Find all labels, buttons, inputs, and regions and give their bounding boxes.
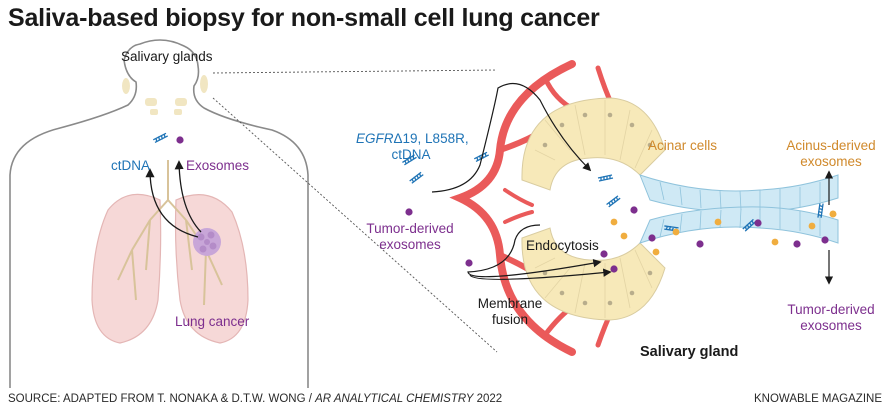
tumor-exosomes	[405, 206, 829, 273]
duct-cells	[639, 174, 839, 244]
source-credit: SOURCE: ADAPTED FROM T. NONAKA & D.T.W. …	[8, 393, 503, 405]
body-silhouette	[9, 39, 309, 388]
ctdna-path-arrow	[431, 82, 612, 280]
label-acinar-cells: Acinar cells	[648, 138, 718, 153]
label-acinus-derived: Acinus-derived exosomes	[786, 138, 876, 169]
acinus-exosome-dot	[829, 210, 837, 218]
label-endocytosis: Endocytosis	[526, 238, 599, 253]
label-salivary-glands: Salivary glands	[121, 49, 213, 64]
label-ctdna: ctDNA	[111, 158, 151, 173]
label-exosomes: Exosomes	[186, 158, 250, 173]
label-lung-cancer: Lung cancer	[175, 314, 250, 329]
zoom-lines	[212, 69, 498, 353]
exosome-icon	[176, 136, 184, 144]
label-salivary-gland: Salivary gland	[640, 344, 739, 360]
ctdna-arrow	[145, 168, 199, 238]
page-title: Saliva-based biopsy for non-small cell l…	[8, 4, 600, 32]
exosome-arrow	[174, 160, 202, 233]
salivary-glands-small	[122, 75, 208, 115]
label-egfr: EGFRΔ19, L858R, ctDNA	[356, 131, 469, 162]
ctdna-icon	[151, 132, 170, 144]
lungs	[91, 160, 249, 344]
label-tumor-derived-right: Tumor-derived exosomes	[787, 302, 875, 333]
label-tumor-derived-left: Tumor-derived exosomes	[366, 221, 454, 252]
brand-credit: KNOWABLE MAGAZINE	[753, 393, 882, 405]
acinar-cells	[521, 97, 666, 321]
label-membrane-fusion: Membrane fusion	[477, 296, 543, 327]
tumor	[193, 228, 221, 256]
